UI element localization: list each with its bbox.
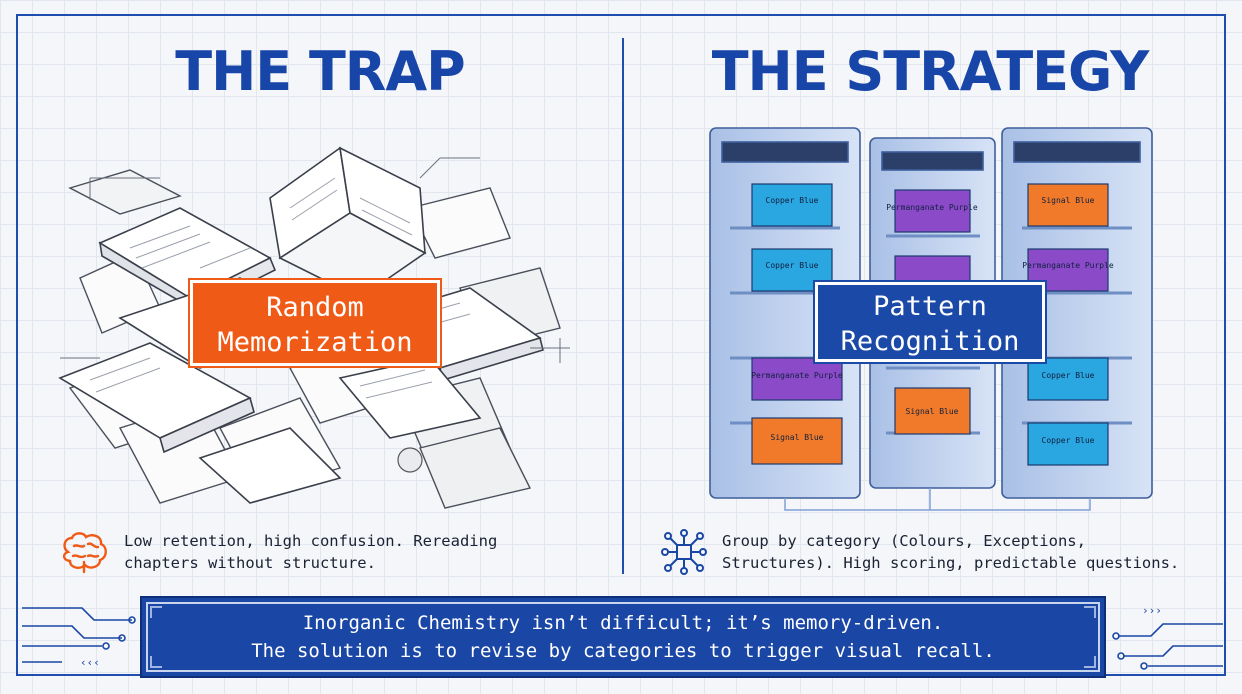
caption-line: chapters without structure. <box>124 554 376 572</box>
caption-line: Structures). High scoring, predictable q… <box>722 554 1180 572</box>
trap-heading: THE TRAP <box>175 40 466 103</box>
strategy-heading: THE STRATEGY <box>711 40 1150 103</box>
caption-line: Low retention, high confusion. Rereading <box>124 532 498 550</box>
folder-label: Permanganate Purple <box>751 371 843 380</box>
folder-label: Signal Blue <box>906 407 959 416</box>
banner-line-2: The solution is to revise by categories … <box>251 640 995 662</box>
callout-line-1: Random <box>266 292 364 323</box>
summary-banner: Inorganic Chemistry isn’t difficult; it’… <box>140 596 1106 678</box>
callout-line-2: Memorization <box>217 327 413 358</box>
random-memorization-label: Random Memorization <box>188 278 442 368</box>
caption-line: Group by category (Colours, Exceptions, <box>722 532 1086 550</box>
server-rack-illustration: Copper Blue Copper Blue Permanganate Pur… <box>709 127 1153 511</box>
banner-corner <box>1084 606 1096 618</box>
banner-corner <box>150 656 162 668</box>
banner-line-1: Inorganic Chemistry isn’t difficult; it’… <box>302 612 944 634</box>
folder-label: Permanganate Purple <box>1022 261 1114 270</box>
banner-corner <box>150 606 162 618</box>
callout-line-2: Recognition <box>840 326 1020 357</box>
brain-icon <box>62 532 107 574</box>
folder-label: Copper Blue <box>766 196 819 205</box>
callout-line-1: Pattern <box>873 291 987 322</box>
network-chip-icon <box>661 529 707 575</box>
center-divider <box>622 38 624 574</box>
pattern-recognition-label: Pattern Recognition <box>813 280 1047 364</box>
book-pile-illustration <box>58 146 570 509</box>
banner-corner <box>1084 656 1096 668</box>
trap-caption: Low retention, high confusion. Rereading… <box>124 530 497 574</box>
folder-label: Copper Blue <box>766 261 819 270</box>
svg-text:‹‹‹: ‹‹‹ <box>80 656 100 669</box>
folder-label: Signal Blue <box>1042 196 1095 205</box>
folder-label: Permanganate Purple <box>886 203 978 212</box>
circuit-left-decoration: ‹‹‹ <box>22 607 136 669</box>
circuit-right-decoration: ››› <box>1112 604 1223 670</box>
folder-label: Copper Blue <box>1042 371 1095 380</box>
strategy-caption: Group by category (Colours, Exceptions, … <box>722 530 1179 574</box>
folder-label: Copper Blue <box>1042 436 1095 445</box>
folder-label: Signal Blue <box>771 433 824 442</box>
svg-text:›››: ››› <box>1142 604 1162 617</box>
